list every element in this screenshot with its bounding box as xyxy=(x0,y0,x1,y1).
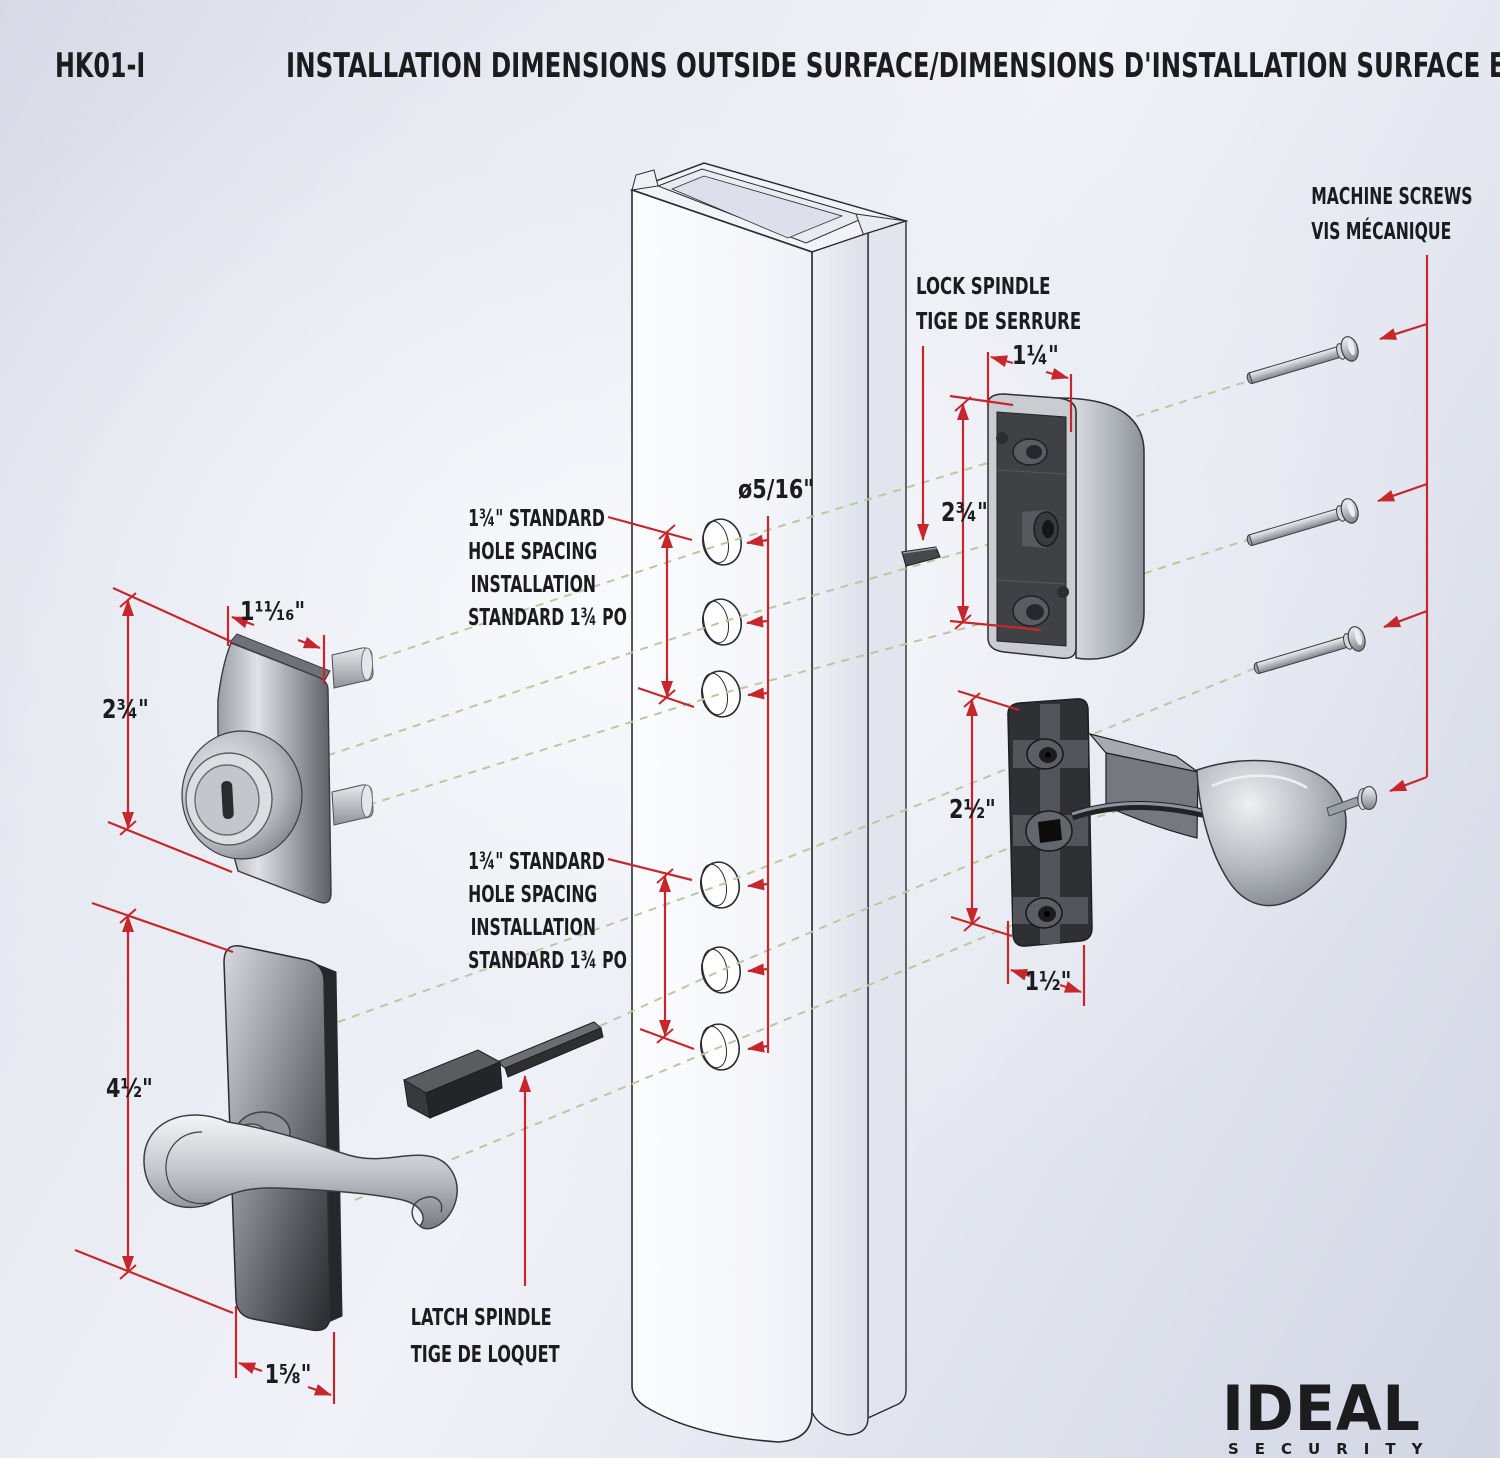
ext-line xyxy=(639,1027,695,1051)
lever-scroll-line xyxy=(165,1131,214,1204)
ext-line xyxy=(957,689,1020,712)
brand-logo-wordmark: IDEAL xyxy=(1222,1372,1421,1445)
dim-latch-width: 1½" xyxy=(1024,967,1072,997)
dim-body-width-r xyxy=(1045,368,1069,380)
dim-hole-diameter: ø5/16" xyxy=(738,475,815,505)
lock-spindle-label-fr: TIGE DE SERRURE xyxy=(916,309,1082,335)
note-line: INSTALLATION xyxy=(470,915,596,941)
ext-line xyxy=(949,394,1014,407)
hole-spacing-note-upper: 1¾" STANDARD HOLE SPACING INSTALLATION S… xyxy=(468,503,627,635)
dim-cylinder-height: 2¾" xyxy=(102,695,149,725)
machine-screws-label-fr: VIS MÉCANIQUE xyxy=(1311,219,1452,245)
frame-channel-floor xyxy=(670,175,844,239)
mounting-hole-2 xyxy=(702,598,742,646)
ext-line xyxy=(74,1248,234,1315)
dim-cylinder-width-l xyxy=(231,615,255,629)
keyhole xyxy=(221,780,234,819)
machine-screws-label: MACHINE SCREWS VIS MÉCANIQUE xyxy=(1311,180,1473,250)
machine-screws-label-en: MACHINE SCREWS xyxy=(1311,184,1473,210)
latch-spindle-rod xyxy=(402,1021,604,1119)
brand-logo: IDEAL SECURITY xyxy=(1222,1378,1438,1457)
dimension-lines xyxy=(74,255,1429,1404)
door-frame xyxy=(629,162,909,1443)
latch-mechanism xyxy=(1007,698,1378,947)
dim-handle-width: 1⅝" xyxy=(264,1360,312,1390)
lever-handle xyxy=(143,945,458,1332)
ext-line xyxy=(950,915,1013,938)
latch-knob xyxy=(1196,759,1347,907)
dim-handle-height: 4½" xyxy=(106,1074,153,1104)
page-title: INSTALLATION DIMENSIONS OUTSIDE SURFACE/… xyxy=(286,46,1500,86)
note-line: HOLE SPACING xyxy=(468,539,598,565)
ext-line xyxy=(112,586,233,644)
dim-latch-width-r xyxy=(1059,981,1082,994)
mounting-hole-3 xyxy=(701,670,741,718)
brand-logo-subtitle: SECURITY xyxy=(1228,1440,1439,1458)
lock-body xyxy=(901,393,1145,660)
hole-spacing-note-lower: 1¾" STANDARD HOLE SPACING INSTALLATION S… xyxy=(468,846,627,978)
machine-screw-4 xyxy=(1326,785,1378,817)
frame-back-flange xyxy=(867,220,907,1420)
note-line: INSTALLATION xyxy=(470,572,596,598)
latch-spindle-label-fr: TIGE DE LOQUET xyxy=(410,1342,560,1368)
machine-screw-2 xyxy=(1246,498,1359,547)
dim-body-width-l xyxy=(990,355,1014,367)
alignment-line-a xyxy=(364,379,1253,664)
lever-curl-line xyxy=(411,1196,443,1227)
dim-latch-height: 2½" xyxy=(949,795,996,825)
latch-square-hole xyxy=(1038,819,1062,843)
dim-handle-width-l xyxy=(238,1361,263,1374)
lock-spindle-label: LOCK SPINDLE TIGE DE SERRURE xyxy=(916,270,1081,340)
model-number: HK01-I xyxy=(55,46,146,86)
machine-screw-1 xyxy=(1246,336,1359,385)
dim-cylinder-width-r xyxy=(297,636,321,650)
mounting-holes xyxy=(700,518,742,1071)
lock-spindle-label-en: LOCK SPINDLE xyxy=(916,274,1051,300)
dim-latch-width-l xyxy=(1010,968,1031,981)
mounting-hole-5 xyxy=(701,946,741,994)
dim-cylinder-width: 1¹¹⁄₁₆" xyxy=(240,597,306,627)
note-line: STANDARD 1¾ PO xyxy=(468,605,627,631)
dim-lock-body-height: 2¾" xyxy=(941,498,988,528)
machine-screws xyxy=(1246,336,1366,675)
frame-front-face xyxy=(631,188,813,1443)
ext-line xyxy=(607,515,693,542)
alignment-line-f xyxy=(354,912,1043,1201)
latch-spindle-label: LATCH SPINDLE TIGE DE LOQUET xyxy=(410,1300,560,1374)
note-line: 1¾" STANDARD xyxy=(468,849,605,875)
note-line: 1¾" STANDARD xyxy=(468,506,605,532)
alignment-line-b xyxy=(284,527,1046,771)
frame-side-face xyxy=(811,232,869,1436)
dim-lock-body-width: 1¼" xyxy=(1012,341,1059,371)
frame-left-lip xyxy=(631,169,659,191)
note-line: STANDARD 1¾ PO xyxy=(468,948,627,974)
dim-handle-width-r xyxy=(307,1384,332,1397)
ext-line xyxy=(91,901,234,954)
lever xyxy=(143,1114,458,1230)
machine-screw-3 xyxy=(1253,626,1366,675)
latch-spindle-label-en: LATCH SPINDLE xyxy=(410,1305,552,1331)
note-line: HOLE SPACING xyxy=(468,882,598,908)
ext-line xyxy=(607,857,693,882)
lock-cylinder xyxy=(181,633,374,904)
ext-line xyxy=(107,820,233,874)
